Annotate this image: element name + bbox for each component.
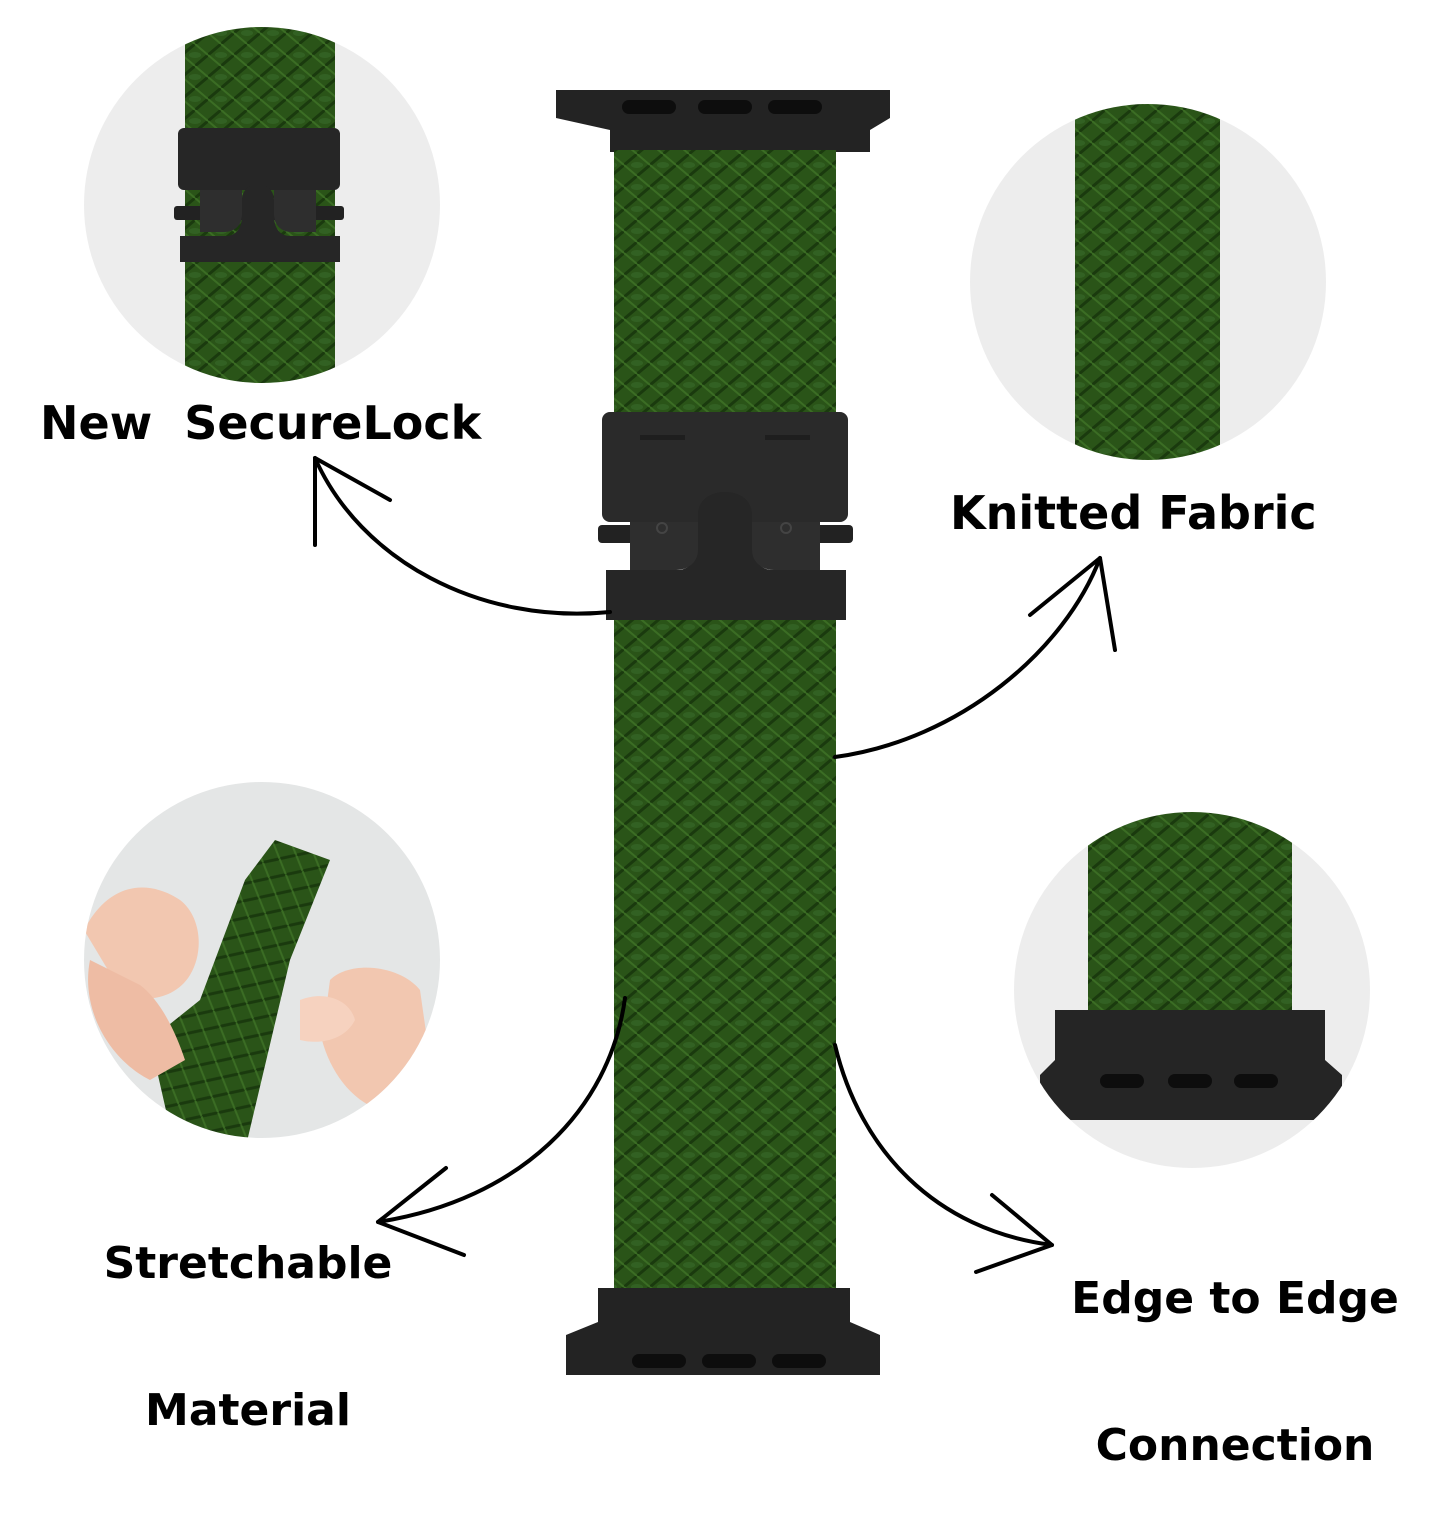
arrows	[313, 456, 1117, 1274]
securelock-buckle	[598, 412, 853, 620]
arrow-knitted	[833, 556, 1117, 759]
feature-label-edge-connection: Edge to Edge Connection	[1040, 1175, 1430, 1520]
detail-circle-knitted	[970, 104, 1326, 460]
feature-label-securelock: New SecureLock	[40, 396, 482, 450]
feature-label-edge-line2: Connection	[1095, 1420, 1375, 1472]
bottom-connector	[566, 1288, 880, 1375]
upper-strap	[614, 150, 836, 425]
detail-circle-stretch	[84, 782, 440, 1138]
feature-label-stretchable-line2: Material	[145, 1385, 351, 1437]
feature-label-edge-line1: Edge to Edge	[1071, 1272, 1399, 1324]
detail-circle-edge	[1014, 812, 1370, 1168]
detail-circle-securelock	[84, 27, 440, 383]
arrow-edge	[833, 1043, 1054, 1274]
watch-band	[556, 90, 890, 1375]
lower-strap	[614, 600, 836, 1300]
arrow-securelock	[313, 456, 612, 616]
feature-label-knitted-fabric: Knitted Fabric	[950, 486, 1317, 540]
product-illustration	[84, 27, 1370, 1375]
top-connector	[556, 90, 890, 152]
arrow-stretch	[376, 996, 627, 1257]
feature-label-stretchable-material: Stretchable Material	[78, 1140, 418, 1485]
feature-label-stretchable-line1: Stretchable	[103, 1237, 393, 1289]
